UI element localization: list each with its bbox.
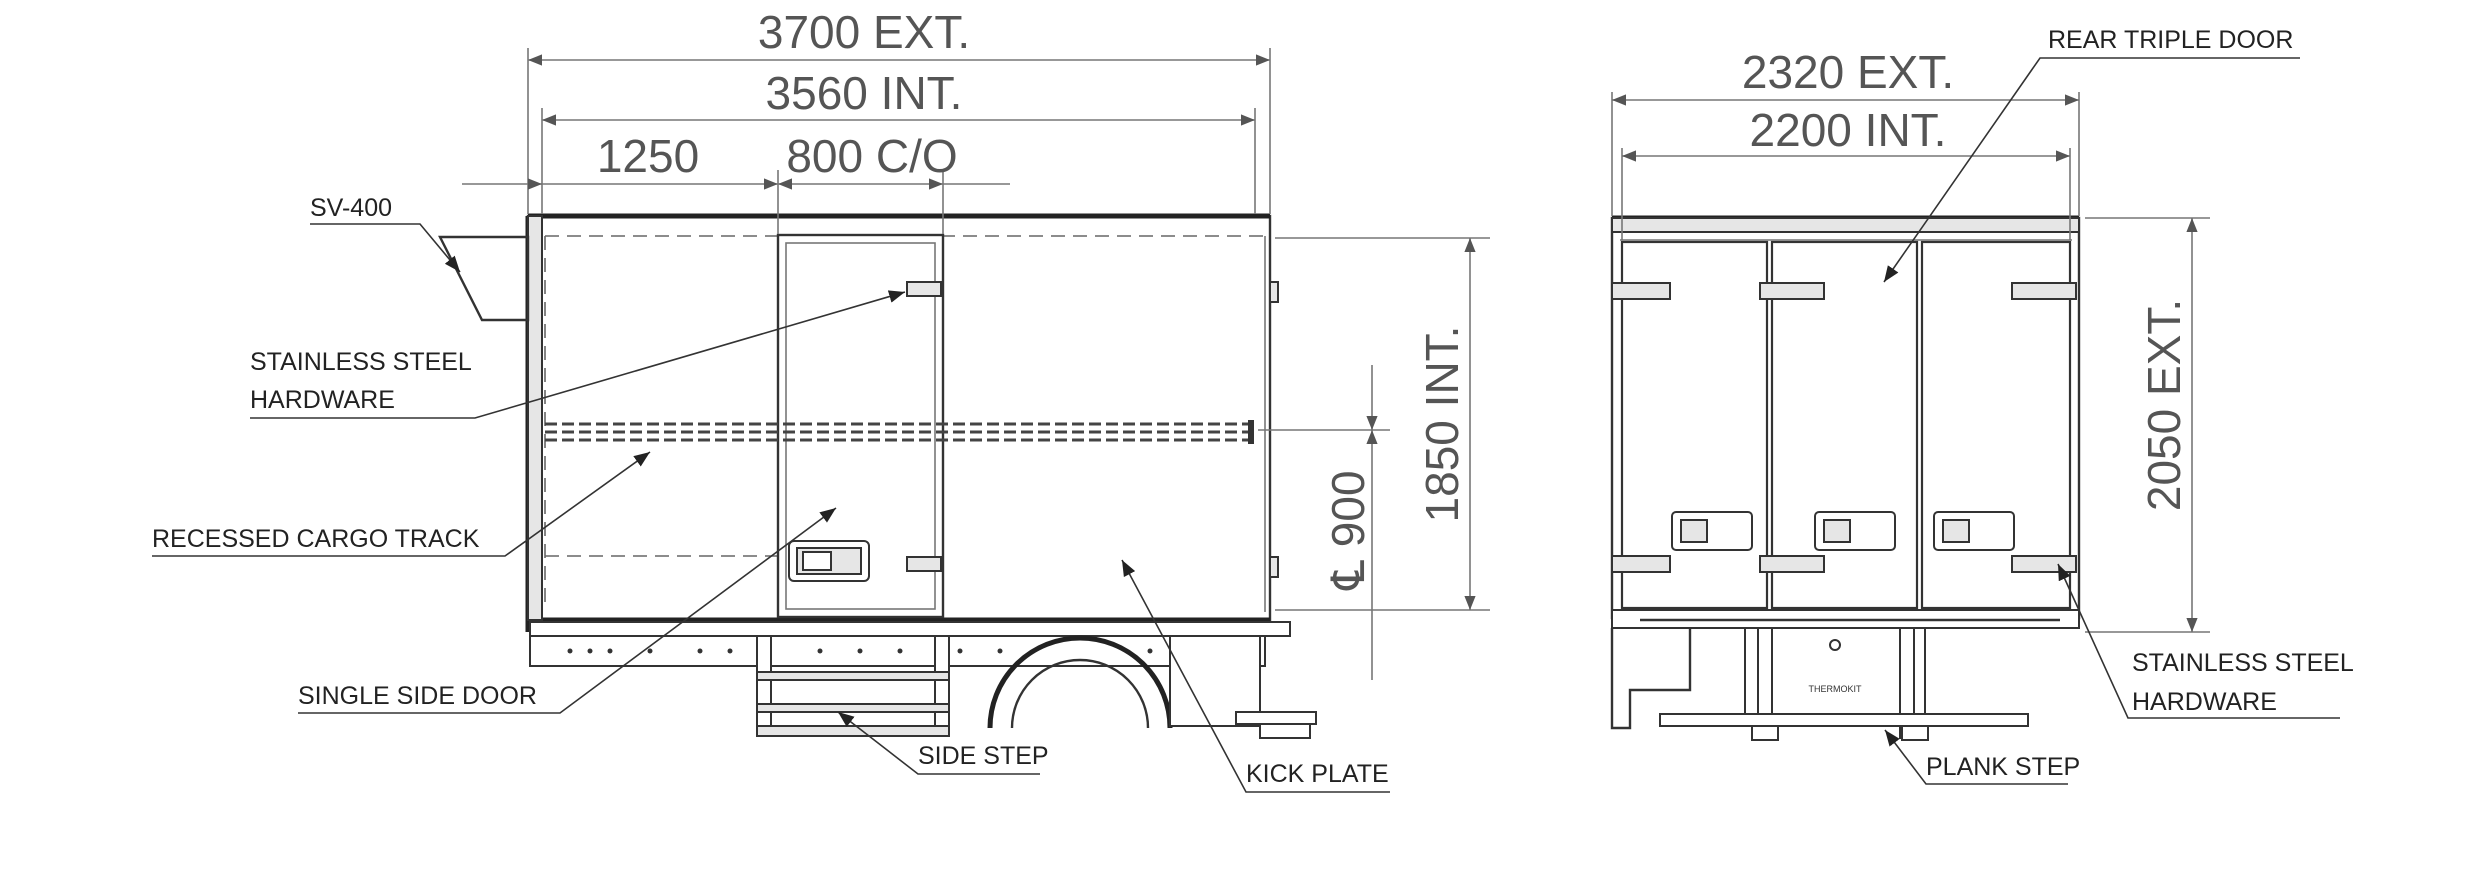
- dim-side-int: 3560 INT.: [766, 67, 963, 119]
- label-stainless-right-1: STAINLESS STEEL: [2132, 649, 2354, 677]
- label-stainless-left-2: HARDWARE: [250, 386, 395, 414]
- label-stainless-left-1: STAINLESS STEEL: [250, 348, 472, 376]
- dim-side-ext: 3700 EXT.: [758, 6, 970, 58]
- sv400-bracket: [438, 235, 530, 322]
- chassis-rail: [529, 621, 1291, 667]
- label-kick-plate: KICK PLATE: [1246, 760, 1389, 788]
- recessed-cargo-track: [545, 420, 1254, 444]
- dim-side-seg2: 800 C/O: [786, 130, 957, 182]
- dim-track-height: ℄ 900: [1322, 470, 1374, 590]
- label-sv400: SV-400: [310, 194, 392, 222]
- dim-rear-height-ext: 2050 EXT.: [2138, 299, 2190, 511]
- label-stainless-right-2: HARDWARE: [2132, 688, 2277, 716]
- rear-view: THERMOKIT 2320 EXT. 2200 INT. 2050 EXT. …: [1610, 26, 2354, 785]
- dim-rear-int: 2200 INT.: [1750, 104, 1947, 156]
- wheel-arch: [987, 635, 1317, 739]
- label-side-step: SIDE STEP: [918, 742, 1049, 770]
- label-recessed-track: RECESSED CARGO TRACK: [152, 525, 480, 553]
- door-hinge-top: [906, 281, 942, 297]
- dim-height-int: 1850 INT.: [1416, 326, 1468, 523]
- side-step: [756, 635, 950, 737]
- label-plank-step: PLANK STEP: [1926, 753, 2080, 781]
- brand-plate: THERMOKIT: [1809, 684, 1863, 694]
- label-rear-triple-door: REAR TRIPLE DOOR: [2048, 26, 2293, 54]
- plank-step: [1659, 713, 2029, 727]
- dim-side-seg1: 1250: [597, 130, 699, 182]
- door-hinge-bottom: [906, 556, 942, 572]
- label-single-side-door: SINGLE SIDE DOOR: [298, 682, 537, 710]
- dim-rear-ext: 2320 EXT.: [1742, 46, 1954, 98]
- side-view: 3700 EXT. 3560 INT. 1250 800 C/O 1850 IN…: [152, 6, 1490, 793]
